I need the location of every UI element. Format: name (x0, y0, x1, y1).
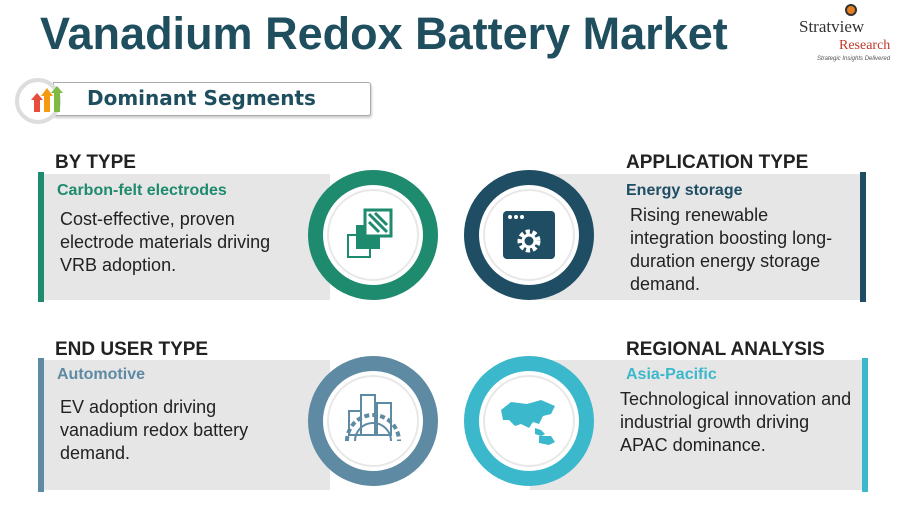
stratview-logo: Stratview Research Strategic Insights De… (795, 4, 905, 70)
card-segment: Energy storage (626, 182, 743, 199)
logo-sub: Research (839, 38, 891, 53)
page-title: Vanadium Redox Battery Market (40, 8, 728, 59)
card-description: Cost-effective, proven electrode materia… (60, 209, 271, 275)
card-accent-bar (860, 172, 866, 302)
card-segment: Automotive (57, 366, 145, 383)
card-description: Technological innovation and industrial … (620, 389, 852, 455)
asia-map-icon (501, 400, 555, 445)
card-segment: Carbon-felt electrodes (57, 182, 227, 199)
card-heading: REGIONAL ANALYSIS (626, 339, 825, 360)
card-description: EV adoption driving vanadium redox batte… (60, 397, 249, 463)
segments-label: Dominant Segments (87, 86, 316, 110)
logo-tagline: Strategic Insights Delivered (817, 56, 891, 62)
card-accent-bar (38, 172, 44, 302)
window-gear-icon (503, 211, 555, 259)
card-icon-ring (464, 356, 594, 486)
industry-gear-icon (345, 394, 401, 442)
card-icon-ring (308, 356, 438, 486)
card-icon-ring (464, 170, 594, 300)
card-end-user-type (40, 360, 330, 490)
magnifier-chart-icon (845, 4, 857, 16)
card-segment: Asia-Pacific (626, 366, 717, 383)
banner-box (53, 82, 371, 116)
card-accent-bar (862, 358, 868, 492)
card-by-type (40, 174, 330, 300)
card-accent-bar (38, 358, 44, 492)
card-heading: END USER TYPE (55, 339, 209, 360)
card-description: Rising renewable integration boosting lo… (630, 205, 833, 294)
logo-name: Stratview (799, 17, 865, 36)
growth-arrows-icon (31, 86, 63, 112)
dominant-segments-banner: Dominant Segments (15, 76, 375, 126)
card-heading: BY TYPE (55, 152, 136, 173)
card-heading: APPLICATION TYPE (626, 152, 809, 173)
card-icon-ring (308, 170, 438, 300)
layers-icon (347, 208, 393, 258)
